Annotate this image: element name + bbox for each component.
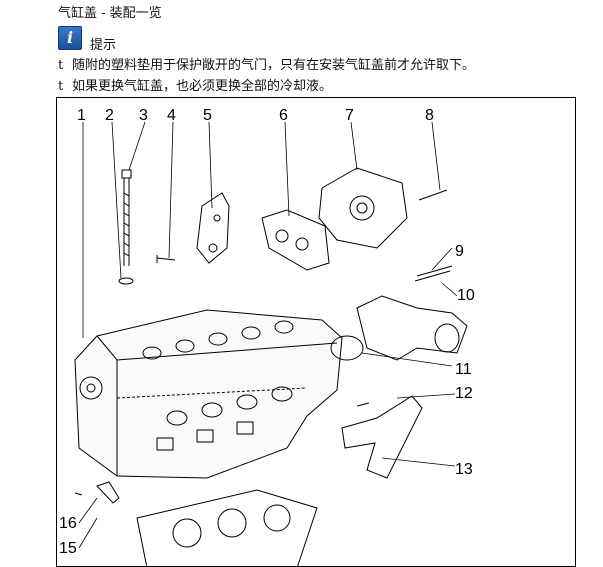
- callout-4: 4: [167, 107, 176, 124]
- callout-11: 11: [455, 361, 472, 378]
- mounting-bracket: [341, 395, 423, 479]
- callout-10: 10: [457, 287, 475, 304]
- head-bolt: [121, 169, 132, 266]
- bracket: [196, 192, 230, 264]
- exploded-view-drawing: 1 2 3 4 5 6 7 8 9 10 11 12 13 16 15: [59, 107, 475, 566]
- pump-housing: [318, 167, 408, 249]
- callout-6: 6: [279, 107, 288, 124]
- camshaft-end: [79, 376, 103, 400]
- note-item: t 随附的塑料垫用于保护敞开的气门，只有在安装气缸盖前才允许取下。: [58, 54, 475, 73]
- callout-3: 3: [139, 107, 148, 124]
- o-ring: [330, 335, 364, 361]
- callout-5: 5: [203, 107, 212, 124]
- camshaft-bores: [142, 320, 294, 360]
- callout-8: 8: [425, 107, 434, 124]
- ports: [156, 386, 293, 451]
- bolt: [356, 402, 370, 407]
- head-gasket: [136, 489, 318, 566]
- callout-7: 7: [345, 107, 354, 124]
- callout-16: 16: [59, 515, 77, 532]
- note-label: 提示: [90, 38, 117, 53]
- bolt: [414, 265, 453, 282]
- temperature-sender: [96, 481, 120, 504]
- note-text: 如果更换气缸盖，也必须更换全部的冷却液。: [72, 79, 333, 94]
- cylinder-head: [74, 309, 343, 479]
- callout-15: 15: [59, 540, 77, 557]
- callout-13: 13: [455, 461, 473, 478]
- note-item: t 如果更换气缸盖，也必须更换全部的冷却液。: [58, 75, 332, 94]
- washer: [118, 277, 134, 285]
- leader-lines: [78, 121, 458, 549]
- callout-1: 1: [77, 107, 86, 124]
- assembly-diagram: 1 2 3 4 5 6 7 8 9 10 11 12 13 16 15: [56, 97, 576, 567]
- callout-9: 9: [455, 243, 464, 260]
- small-bolt: [156, 255, 176, 263]
- note-text: 随附的塑料垫用于保护敞开的气门，只有在安装气缸盖前才允许取下。: [72, 58, 476, 73]
- bullet-marker: t: [58, 58, 64, 73]
- gasket: [261, 209, 330, 271]
- callout-12: 12: [455, 385, 473, 402]
- callout-2: 2: [105, 107, 114, 124]
- page-title: 气缸盖 - 装配一览: [58, 6, 162, 21]
- bolt: [418, 189, 448, 201]
- bullet-marker: t: [58, 79, 64, 94]
- info-icon: i: [58, 26, 82, 50]
- thermostat-housing: [356, 295, 468, 361]
